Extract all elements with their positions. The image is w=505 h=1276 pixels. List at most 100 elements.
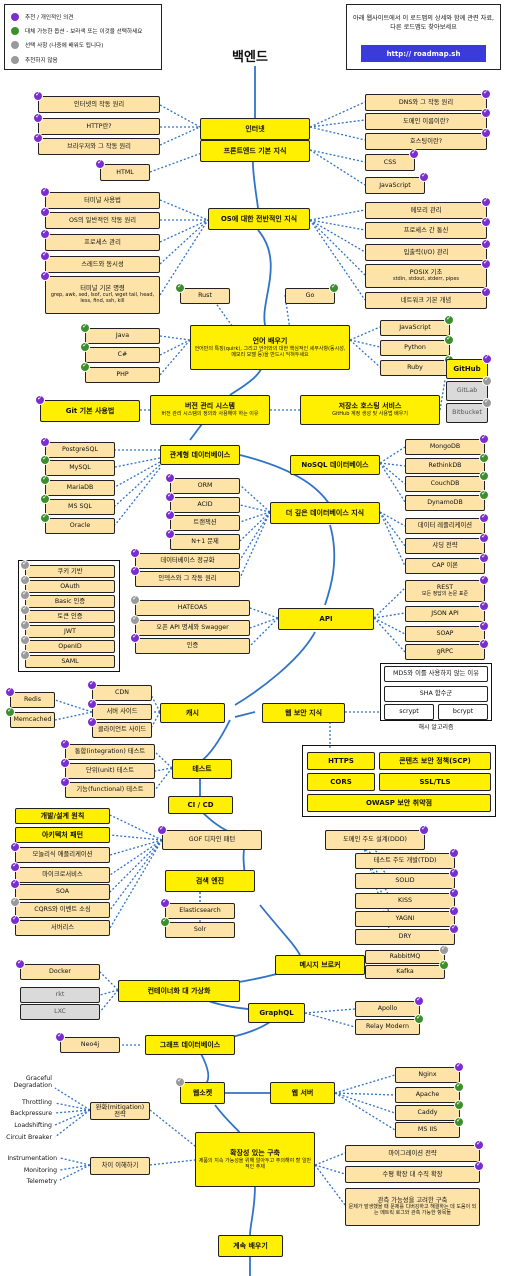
node-csharp[interactable]: C# — [85, 347, 160, 363]
node-dry[interactable]: DRY — [355, 929, 455, 945]
node-json-api[interactable]: JSON API — [405, 606, 485, 622]
node-web-sockets[interactable]: 웹소켓 — [180, 1082, 225, 1104]
node-cookie-based-auth[interactable]: 쿠키 기반 — [25, 565, 115, 578]
node-n-plus-one-problem[interactable]: N+1 문제 — [170, 534, 240, 550]
node-solid[interactable]: SOLID — [355, 873, 455, 889]
node-apollo[interactable]: Apollo — [355, 1001, 420, 1017]
node-css[interactable]: CSS — [365, 154, 415, 171]
node-client-side-cache[interactable]: 클라이언트 사이드 — [92, 722, 152, 738]
node-oauth[interactable]: OAuth — [25, 580, 115, 593]
node-ssl-tls[interactable]: SSL/TLS — [379, 773, 491, 791]
node-testing[interactable]: 테스트 — [172, 759, 232, 779]
node-https[interactable]: HTTPS — [307, 752, 375, 770]
node-graphql[interactable]: GraphQL — [248, 1003, 305, 1023]
node-networking-concepts[interactable]: 네트워크 기본 개념 — [365, 292, 487, 309]
node-functional-testing[interactable]: 기능(functional) 테스트 — [65, 782, 155, 798]
node-domain-driven-design[interactable]: 도메인 주도 설계(DDD) — [325, 830, 425, 850]
node-bcrypt[interactable]: bcrypt — [438, 704, 488, 720]
node-oracle[interactable]: Oracle — [45, 518, 115, 534]
node-md5[interactable]: MD5와 이를 사용하지 않는 이유 — [384, 666, 488, 682]
node-ms-sql[interactable]: MS SQL — [45, 499, 115, 515]
node-java[interactable]: Java — [85, 328, 160, 344]
node-understand-differences[interactable]: 차이 이해하기 — [90, 1157, 150, 1175]
node-gof-design-patterns[interactable]: GOF 디자인 패턴 — [162, 830, 262, 850]
node-server-side-cache[interactable]: 서버 사이드 — [92, 704, 152, 720]
node-unit-testing[interactable]: 단위(unit) 테스트 — [65, 763, 155, 779]
node-yagni[interactable]: YAGNI — [355, 911, 455, 927]
node-openapi-swagger[interactable]: 오픈 API 명세와 Swagger — [135, 620, 250, 636]
node-gitlab[interactable]: GitLab — [446, 381, 488, 401]
node-github[interactable]: GitHub — [446, 359, 488, 379]
node-basic-git-usage[interactable]: Git 기본 사용법 — [40, 400, 140, 422]
node-rethinkdb[interactable]: RethinkDB — [405, 458, 485, 474]
node-cors[interactable]: CORS — [307, 773, 375, 791]
node-horizontal-vertical-scaling[interactable]: 수평 확장 대 수직 확장 — [345, 1166, 480, 1183]
node-what-is-http[interactable]: HTTP란? — [38, 118, 160, 135]
node-serverless[interactable]: 서버리스 — [15, 920, 110, 936]
node-indexes[interactable]: 인덱스와 그 작동 원리 — [135, 571, 240, 587]
node-cap-theorem[interactable]: CAP 이론 — [405, 558, 485, 574]
node-postgresql[interactable]: PostgreSQL — [45, 442, 115, 458]
node-docker[interactable]: Docker — [20, 964, 100, 980]
node-cdn[interactable]: CDN — [92, 685, 152, 701]
node-scrypt[interactable]: scrypt — [384, 704, 434, 720]
node-kiss[interactable]: KISS — [355, 893, 455, 909]
node-token-auth[interactable]: 토큰 인증 — [25, 610, 115, 623]
node-ruby[interactable]: Ruby — [380, 360, 450, 376]
node-what-is-domain-name[interactable]: 도메인 이름이란? — [365, 113, 487, 130]
node-mysql[interactable]: MySQL — [45, 460, 115, 476]
node-neo4j[interactable]: Neo4j — [60, 1037, 120, 1053]
node-elasticsearch[interactable]: Elasticsearch — [165, 903, 235, 919]
node-rabbitmq[interactable]: RabbitMQ — [365, 950, 445, 964]
node-nosql-databases[interactable]: NoSQL 데이터베이스 — [290, 455, 380, 475]
node-openid[interactable]: OpenID — [25, 640, 115, 653]
node-architectural-patterns[interactable]: 아키텍처 패턴 — [15, 827, 110, 843]
node-test-driven-development[interactable]: 테스트 주도 개발(TDD) — [355, 853, 455, 869]
node-sha-family[interactable]: SHA 함수군 — [384, 686, 488, 702]
node-apache[interactable]: Apache — [395, 1087, 460, 1103]
node-more-about-databases[interactable]: 더 깊은 데이터베이스 지식 — [270, 502, 380, 524]
node-keep-learning[interactable]: 계속 배우기 — [218, 1235, 283, 1257]
node-how-internet-works[interactable]: 인터넷의 작동 원리 — [38, 96, 160, 113]
node-basic-auth[interactable]: Basic 인증 — [25, 595, 115, 608]
node-mongodb[interactable]: MongoDB — [405, 439, 485, 455]
node-how-os-works[interactable]: OS의 일반적인 작동 원리 — [45, 212, 160, 229]
node-cqrs-event-sourcing[interactable]: CQRS와 이벤트 소싱 — [15, 902, 110, 918]
node-javascript-language[interactable]: JavaScript — [380, 320, 450, 336]
node-terminal-usage[interactable]: 터미널 사용법 — [45, 192, 160, 209]
node-orm[interactable]: ORM — [170, 478, 240, 494]
node-apis[interactable]: API — [278, 608, 374, 630]
node-caching[interactable]: 캐시 — [160, 703, 225, 723]
node-microservices[interactable]: 마이크로서비스 — [15, 867, 110, 883]
node-transactions[interactable]: 트랜잭션 — [170, 515, 240, 531]
node-frontend-basics[interactable]: 프론트엔드 기본 지식 — [200, 140, 310, 162]
node-ci-cd[interactable]: CI / CD — [168, 796, 233, 814]
node-ms-iis[interactable]: MS IIS — [395, 1122, 460, 1138]
node-nginx[interactable]: Nginx — [395, 1067, 460, 1083]
node-message-brokers[interactable]: 메시지 브로커 — [275, 955, 365, 975]
node-search-engines[interactable]: 검색 엔진 — [165, 870, 255, 892]
node-couchdb[interactable]: CouchDB — [405, 476, 485, 492]
node-rust[interactable]: Rust — [180, 288, 230, 304]
node-dynamodb[interactable]: DynamoDB — [405, 495, 485, 511]
node-relay-modern[interactable]: Relay Modern — [355, 1019, 420, 1035]
node-mariadb[interactable]: MariaDB — [45, 480, 115, 496]
node-internet[interactable]: 인터넷 — [200, 118, 310, 140]
node-php[interactable]: PHP — [85, 367, 160, 383]
node-integration-testing[interactable]: 통합(integration) 테스트 — [65, 744, 155, 760]
node-process-management[interactable]: 프로세스 관리 — [45, 234, 160, 251]
roadmap-link-button[interactable]: http:// roadmap.sh — [361, 45, 486, 62]
node-content-security-policy[interactable]: 콘텐츠 보안 정책(SCP) — [379, 752, 491, 770]
node-browsers-and-how-they-work[interactable]: 브라우저와 그 작동 원리 — [38, 138, 160, 155]
node-caddy[interactable]: Caddy — [395, 1105, 460, 1121]
node-kafka[interactable]: Kafka — [365, 965, 445, 979]
node-web-security[interactable]: 웹 보안 지식 — [262, 703, 345, 723]
